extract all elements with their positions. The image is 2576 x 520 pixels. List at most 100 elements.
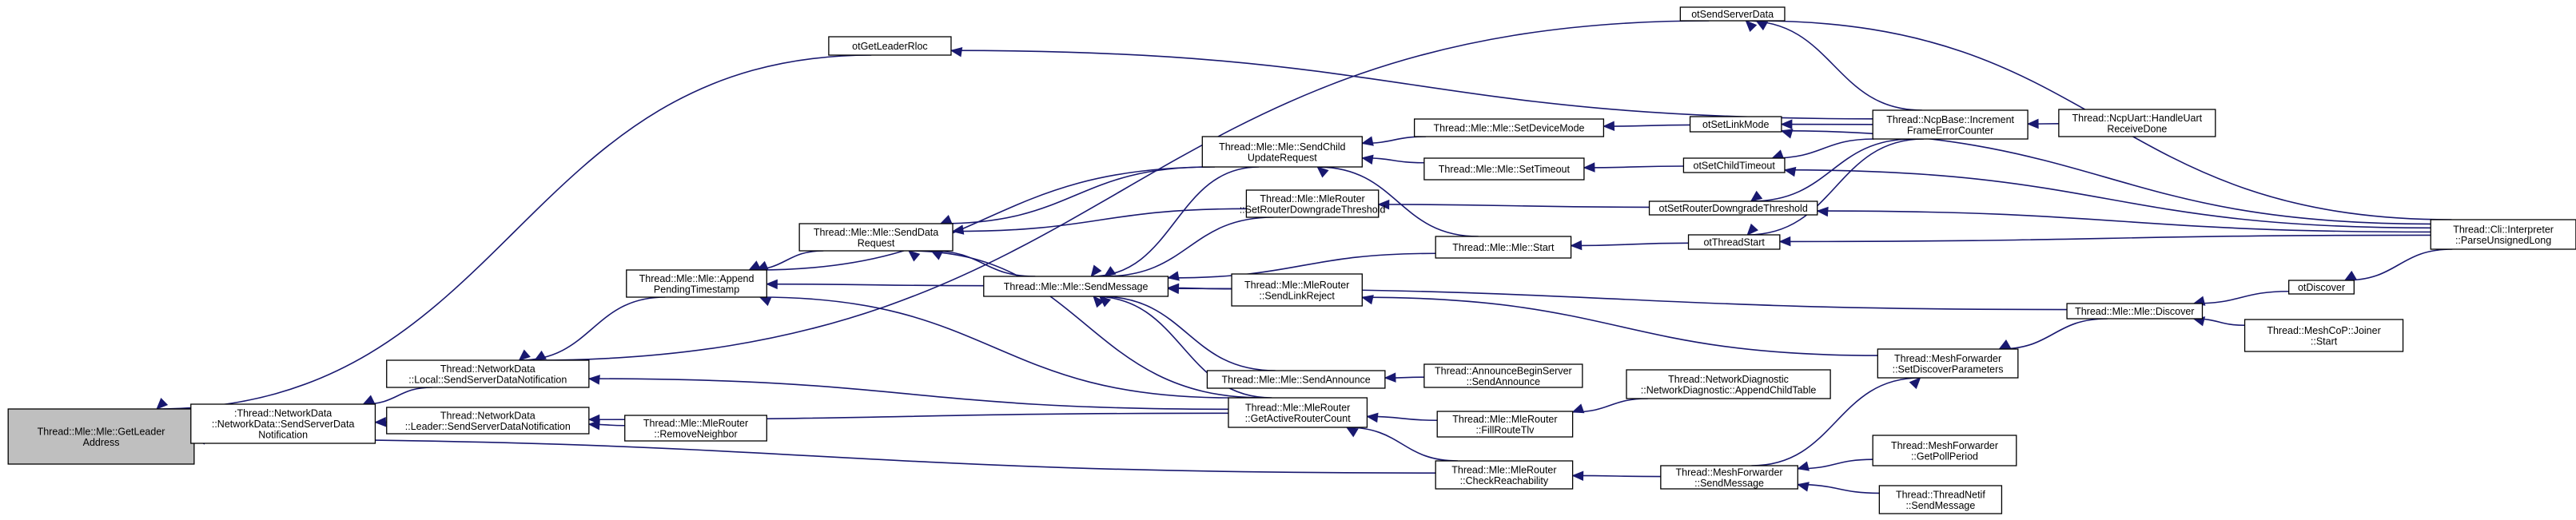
node-send-message[interactable]: Thread::Mle::Mle::SendMessage <box>983 276 1169 297</box>
node-box[interactable] <box>2058 109 2216 137</box>
node-box[interactable] <box>1626 369 1831 399</box>
node-box[interactable] <box>1877 348 2019 379</box>
node-box[interactable] <box>1878 485 2003 514</box>
node-label: Thread::Mle::Mle::SetDeviceMode <box>1434 123 1585 134</box>
node-box[interactable] <box>1423 363 1583 388</box>
node-local-send-server-data-notification[interactable]: Thread::NetworkData::Local::SendServerDa… <box>386 359 590 388</box>
node-label: Thread::NetworkDiagnostic <box>1668 374 1789 385</box>
node-ot-get-leader-rloc[interactable]: otGetLeaderRloc <box>828 36 952 56</box>
arrowhead <box>1783 166 1797 177</box>
node-remove-neighbor[interactable]: Thread::Mle::MleRouter::RemoveNeighbor <box>624 415 767 442</box>
node-label: Thread::NcpUart::HandleUart <box>2072 113 2203 124</box>
node-box[interactable] <box>1660 465 1798 490</box>
node-announce-begin-server[interactable]: Thread::AnnounceBeginServer::SendAnnounc… <box>1423 363 1583 388</box>
node-box[interactable] <box>1245 189 1380 218</box>
node-label: UpdateRequest <box>1248 152 1317 163</box>
node-label: ::ParseUnsignedLong <box>2455 235 2551 246</box>
arrowhead <box>1771 149 1785 160</box>
node-fill-route-tlv[interactable]: Thread::Mle::MleRouter::FillRouteTlv <box>1436 411 1574 438</box>
node-box[interactable] <box>1436 411 1574 438</box>
node-box[interactable] <box>1201 136 1363 168</box>
node-label: Thread::NetworkData <box>440 363 536 375</box>
node-ot-send-server-data[interactable]: otSendServerData <box>1679 6 1786 22</box>
node-label: Thread::Mle::Mle::Append <box>639 273 754 284</box>
arrowhead <box>1361 154 1374 165</box>
arrowhead <box>758 296 772 307</box>
node-box[interactable] <box>624 415 767 442</box>
node-label: Thread::Mle::Mle::GetLeader <box>38 426 165 437</box>
node-box[interactable] <box>1423 157 1585 181</box>
node-leader-send-server-data-notification[interactable]: Thread::NetworkData::Leader::SendServerD… <box>386 407 590 435</box>
node-check-reachability[interactable]: Thread::Mle::MleRouter::CheckReachabilit… <box>1435 460 1574 490</box>
node-send-link-reject[interactable]: Thread::Mle::MleRouter::SendLinkReject <box>1231 273 1363 307</box>
node-label: ReceiveDone <box>2107 123 2167 134</box>
node-ot-thread-start[interactable]: otThreadStart <box>1687 234 1781 250</box>
arrowhead <box>1780 129 1794 139</box>
node-box[interactable] <box>983 276 1169 297</box>
node-box[interactable] <box>1679 6 1786 22</box>
node-mle-start[interactable]: Thread::Mle::Mle::Start <box>1435 236 1572 259</box>
node-box[interactable] <box>2066 303 2204 320</box>
node-mesh-co-p-joiner-start[interactable]: Thread::MeshCoP::Joiner::Start <box>2244 319 2404 352</box>
node-label: ::SendLinkReject <box>1259 290 1335 301</box>
node-box[interactable] <box>190 403 376 444</box>
arrowhead <box>939 214 953 224</box>
node-label: ::GetPollPeriod <box>1911 451 1978 462</box>
node-send-announce[interactable]: Thread::Mle::Mle::SendAnnounce <box>1206 370 1386 389</box>
call-edge <box>2193 290 2289 304</box>
node-append-child-table[interactable]: Thread::NetworkDiagnostic::NetworkDiagno… <box>1626 369 1831 399</box>
node-label: Notification <box>258 430 308 441</box>
node-ot-set-child-timeout[interactable]: otSetChildTimeout <box>1682 157 1786 173</box>
node-ot-set-router-downgrade-threshold[interactable]: otSetRouterDowngradeThreshold <box>1648 200 1818 216</box>
node-label: Thread::NetworkData <box>440 410 536 421</box>
node-cli-parse-unsigned-long[interactable]: Thread::Cli::Interpreter::ParseUnsignedL… <box>2430 219 2576 250</box>
node-box[interactable] <box>2244 319 2404 352</box>
node-box[interactable] <box>1687 234 1781 250</box>
node-box[interactable] <box>1413 118 1605 137</box>
node-box[interactable] <box>828 36 952 56</box>
node-box[interactable] <box>1872 435 2017 466</box>
node-box[interactable] <box>1872 109 2029 140</box>
node-box[interactable] <box>1435 236 1572 259</box>
node-set-device-mode[interactable]: Thread::Mle::Mle::SetDeviceMode <box>1413 118 1605 137</box>
node-box[interactable] <box>1206 370 1386 389</box>
call-edge <box>1798 483 1880 494</box>
node-mesh-forwarder-send-message[interactable]: Thread::MeshForwarder::SendMessage <box>1660 465 1798 490</box>
node-box[interactable] <box>626 269 767 298</box>
arrowhead <box>1909 377 1921 390</box>
node-ot-discover[interactable]: otDiscover <box>2288 280 2355 295</box>
node-label: Thread::Mle::MleRouter <box>643 418 748 429</box>
node-thread-netif-send-message[interactable]: Thread::ThreadNetif::SendMessage <box>1878 485 2003 514</box>
arrowhead <box>1745 20 1758 33</box>
arrowhead <box>907 250 921 262</box>
node-box[interactable] <box>2430 219 2576 250</box>
node-box[interactable] <box>1435 460 1574 490</box>
arrowhead <box>1583 162 1595 173</box>
node-box[interactable] <box>1228 397 1368 428</box>
call-edge <box>1346 427 1458 462</box>
node-box[interactable] <box>386 359 590 388</box>
node-mle-discover[interactable]: Thread::Mle::Mle::Discover <box>2066 303 2204 320</box>
node-get-active-router-count[interactable]: Thread::Mle::MleRouter::GetActiveRouterC… <box>1228 397 1368 428</box>
node-box[interactable] <box>1231 273 1363 307</box>
node-set-timeout[interactable]: Thread::Mle::Mle::SetTimeout <box>1423 157 1585 181</box>
node-label: PendingTimestamp <box>654 284 739 295</box>
node-box[interactable] <box>1648 200 1818 216</box>
node-box[interactable] <box>1682 157 1786 173</box>
node-ncp-increment-frame-error-counter[interactable]: Thread::NcpBase::IncrementFrameErrorCoun… <box>1872 109 2029 140</box>
node-net-data-send-server-data-notification[interactable]: :Thread::NetworkData::NetworkData::SendS… <box>190 403 376 444</box>
node-box[interactable] <box>386 407 590 435</box>
node-set-discover-parameters[interactable]: Thread::MeshForwarder::SetDiscoverParame… <box>1877 348 2019 379</box>
node-box[interactable] <box>798 223 954 252</box>
node-label: otSetRouterDowngradeThreshold <box>1659 203 1808 214</box>
node-box[interactable] <box>1689 116 1782 133</box>
node-ot-set-link-mode[interactable]: otSetLinkMode <box>1689 116 1782 133</box>
node-box[interactable] <box>2288 280 2355 295</box>
node-set-router-downgrade-threshold[interactable]: Thread::Mle::MleRouter::SetRouterDowngra… <box>1240 189 1386 218</box>
node-get-poll-period[interactable]: Thread::MeshForwarder::GetPollPeriod <box>1872 435 2017 466</box>
